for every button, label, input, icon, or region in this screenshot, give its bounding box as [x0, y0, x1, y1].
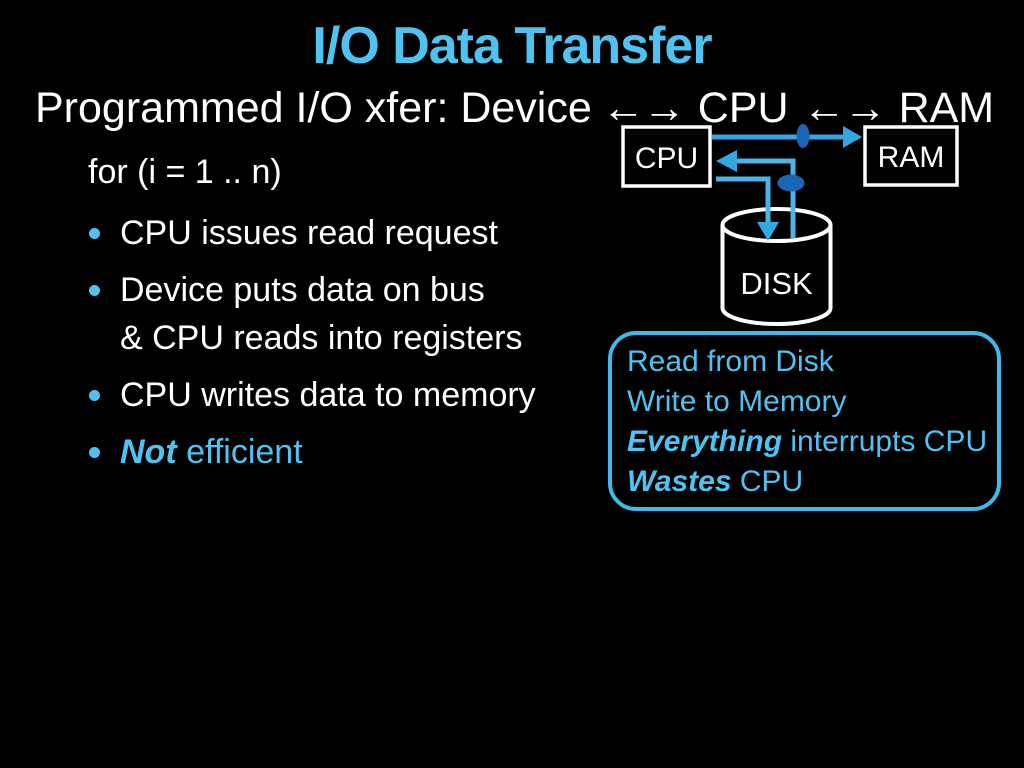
ram-rect — [863, 125, 959, 187]
cpu-rect — [621, 125, 712, 188]
list-item: Not efficient — [89, 428, 303, 476]
bullet-text-block: Device puts data on bus & CPU reads into… — [120, 266, 523, 362]
list-item: Device puts data on bus & CPU reads into… — [89, 266, 523, 362]
page-title: I/O Data Transfer — [312, 17, 712, 75]
bullet-dot-icon — [89, 390, 100, 401]
heading-line: Programmed I/O xfer: Device←→CPU←→RAM — [35, 84, 998, 133]
callout-emphasis: Everything — [627, 425, 783, 458]
callout-line: Write to Memory — [627, 385, 847, 418]
arrow-shaft — [716, 176, 771, 224]
disk-body — [720, 225, 833, 326]
bullet-text: Device puts data on bus — [120, 271, 485, 309]
callout-emphasis: Wastes — [627, 465, 732, 498]
callout-box: Read from Disk Write to Memory Everythin… — [608, 331, 1001, 511]
disk-to-cpu-arrow — [716, 150, 796, 238]
heading-prefix: Programmed I/O xfer: Device — [35, 84, 592, 132]
io-diagram: DISK CPU RAM — [621, 124, 959, 326]
bus-node-icon — [777, 174, 805, 192]
cpu-to-disk-arrow — [716, 176, 779, 241]
callout-text: CPU — [731, 465, 804, 498]
arrowhead-right-icon — [843, 126, 862, 148]
list-item: CPU writes data to memory — [89, 371, 536, 419]
left-right-arrow-icon: ←→ — [601, 84, 686, 132]
bullet-dot-icon — [89, 285, 100, 296]
for-loop-text: for (i = 1 .. n) — [88, 153, 282, 191]
arrowhead-left-icon — [716, 150, 737, 172]
bullet-dot-icon — [89, 228, 100, 239]
disk-label: DISK — [740, 266, 813, 301]
callout-line: Everything interrupts CPU — [627, 422, 997, 462]
heading-ram: RAM — [898, 84, 995, 132]
bus-node-icon — [796, 124, 810, 148]
bullet-text: CPU issues read request — [120, 214, 498, 252]
bullet-emphasis: Not — [120, 433, 177, 471]
list-item: CPU issues read request — [89, 209, 498, 257]
bullet-dot-icon — [89, 447, 100, 458]
callout-line: Wastes CPU — [627, 462, 997, 502]
bullet-text: efficient — [176, 433, 303, 471]
callout-line: Read from Disk — [627, 345, 834, 378]
disk-cylinder: DISK — [720, 207, 833, 326]
left-right-arrow-icon: ←→ — [802, 84, 887, 132]
ram-label: RAM — [878, 141, 945, 174]
bullet-text: CPU writes data to memory — [120, 376, 536, 414]
callout-text: interrupts CPU — [782, 425, 988, 458]
cpu-to-ram-arrow — [712, 126, 862, 148]
ram-box: RAM — [863, 125, 959, 187]
arrowhead-down-icon — [757, 222, 779, 241]
arrow-shaft — [735, 158, 796, 238]
bullet-text-line2: & CPU reads into registers — [120, 319, 523, 357]
cpu-box: CPU — [621, 125, 712, 188]
cpu-label: CPU — [635, 142, 698, 175]
heading-cpu: CPU — [697, 84, 789, 132]
bullet-text-block: Not efficient — [120, 428, 303, 476]
